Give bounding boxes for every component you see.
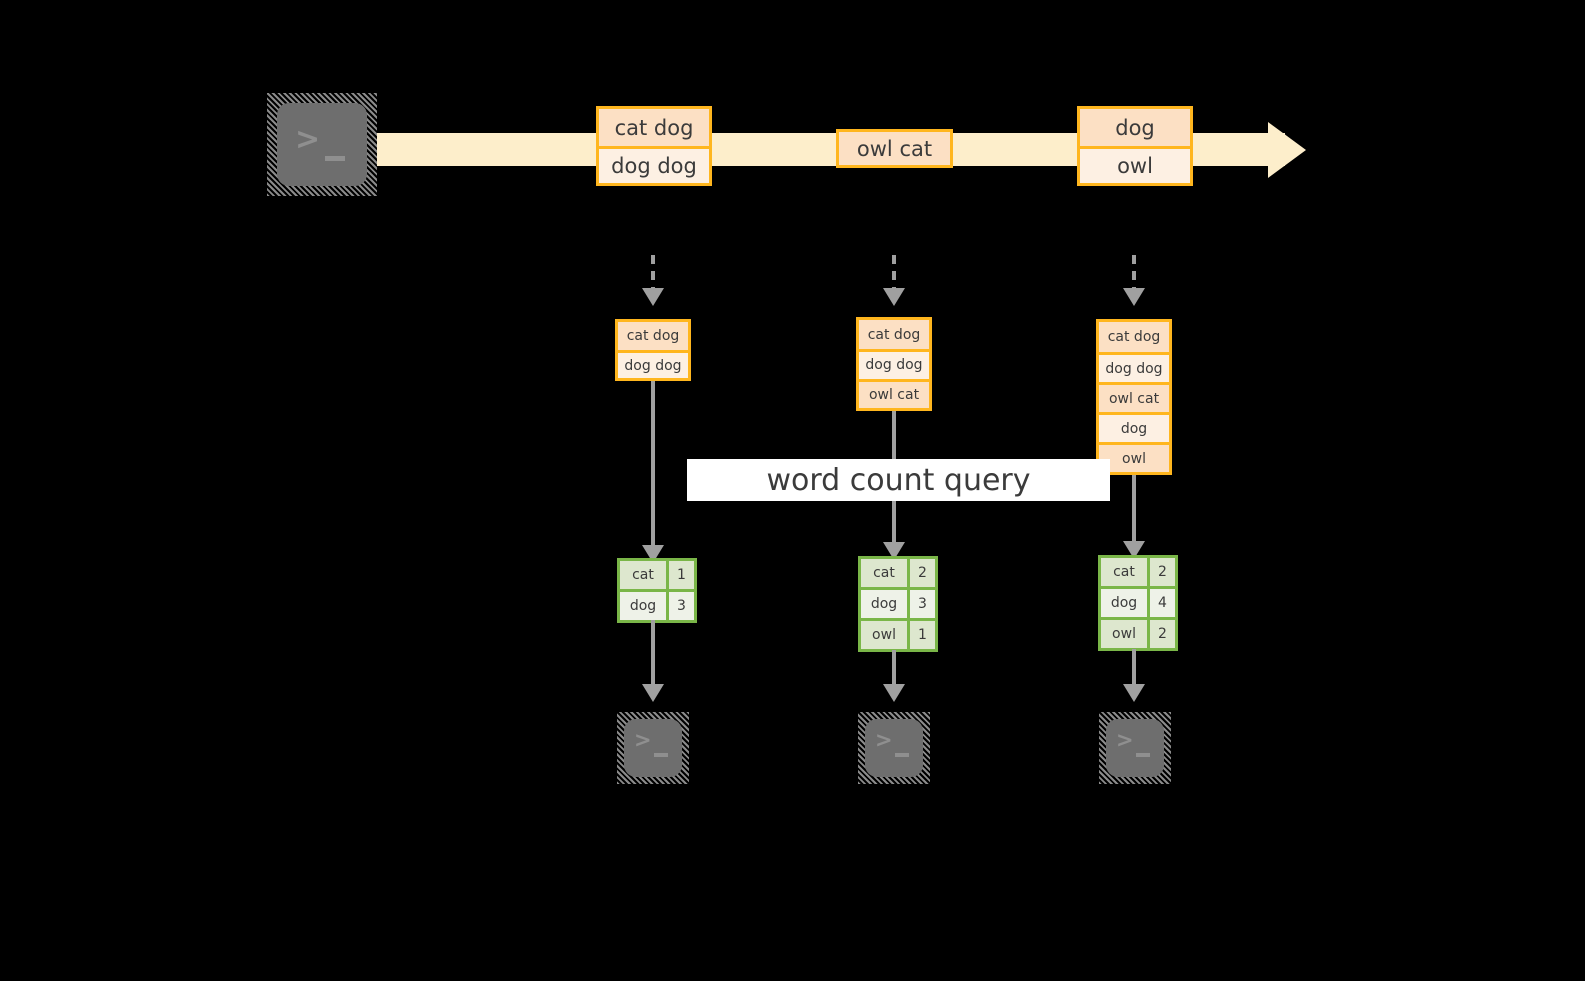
result-word: dog: [861, 590, 907, 618]
snapshot-1-sink-line: [651, 620, 655, 692]
result-word: owl: [1101, 620, 1147, 648]
snapshot-3-query-line: [1132, 475, 1136, 555]
snapshot-3-accumulated-stream: cat dog dog dog owl cat dog owl: [1096, 319, 1172, 475]
snapshot-3-sink-arrowhead: [1123, 684, 1145, 702]
snapshot-2-result-table: cat 2 dog 3 owl 1: [858, 556, 938, 652]
accumulated-line: owl: [1099, 442, 1169, 472]
accumulated-line: owl cat: [859, 378, 929, 408]
result-word: cat: [620, 561, 666, 589]
snapshot-3-tap-arrowhead: [1123, 288, 1145, 306]
terminal-body: >: [624, 719, 682, 777]
source-terminal-icon: >: [267, 93, 377, 196]
table-row: owl 2: [1101, 617, 1175, 648]
table-row: dog 3: [620, 589, 694, 620]
terminal-prompt-underscore: [654, 753, 668, 757]
result-count: 1: [666, 561, 694, 589]
result-count: 2: [1147, 620, 1175, 648]
snapshot-2-sink-terminal-icon: >: [858, 712, 930, 784]
accumulated-line: owl cat: [1099, 382, 1169, 412]
terminal-prompt-chevron: >: [634, 728, 652, 752]
table-row: owl 1: [861, 618, 935, 649]
terminal-prompt-chevron: >: [295, 122, 321, 157]
accumulated-line: cat dog: [1099, 322, 1169, 352]
snapshot-3-sink-line: [1132, 649, 1136, 692]
stream-message-line: owl cat: [839, 132, 950, 165]
table-row: dog 4: [1101, 586, 1175, 617]
stream-message-3: dog owl: [1077, 106, 1193, 186]
snapshot-2-tap-arrowhead: [883, 288, 905, 306]
snapshot-2-accumulated-stream: cat dog dog dog owl cat: [856, 317, 932, 411]
result-count: 2: [907, 559, 935, 587]
result-count: 3: [666, 592, 694, 620]
query-label: word count query: [687, 459, 1110, 501]
terminal-prompt-underscore: [325, 156, 345, 161]
stream-message-1: cat dog dog dog: [596, 106, 712, 186]
terminal-body: >: [865, 719, 923, 777]
accumulated-line: cat dog: [859, 320, 929, 350]
accumulated-line: dog: [1099, 412, 1169, 442]
accumulated-line: dog dog: [618, 350, 688, 378]
snapshot-3-query-arrowhead: [1123, 541, 1145, 559]
stream-message-line: cat dog: [599, 109, 709, 146]
result-word: dog: [620, 592, 666, 620]
terminal-prompt-chevron: >: [1116, 728, 1134, 752]
table-row: dog 3: [861, 587, 935, 618]
accumulated-line: dog dog: [859, 349, 929, 379]
accumulated-line: cat dog: [618, 322, 688, 350]
snapshot-1-sink-arrowhead: [642, 684, 664, 702]
result-word: cat: [1101, 558, 1147, 586]
snapshot-2-tap-line: [892, 255, 896, 293]
snapshot-2-sink-arrowhead: [883, 684, 905, 702]
terminal-prompt-chevron: >: [875, 728, 893, 752]
snapshot-3-tap-line: [1132, 255, 1136, 293]
terminal-body: >: [277, 103, 367, 186]
table-row: cat 1: [620, 561, 694, 589]
snapshot-1-query-line: [651, 381, 655, 555]
terminal-prompt-underscore: [895, 753, 909, 757]
table-row: cat 2: [861, 559, 935, 587]
stream-message-line: owl: [1080, 146, 1190, 183]
result-count: 3: [907, 590, 935, 618]
terminal-body: >: [1106, 719, 1164, 777]
snapshot-1-tap-arrowhead: [642, 288, 664, 306]
snapshot-1-result-table: cat 1 dog 3: [617, 558, 697, 623]
stream-message-2: owl cat: [836, 129, 953, 168]
stream-message-line: dog: [1080, 109, 1190, 146]
terminal-prompt-underscore: [1136, 753, 1150, 757]
table-row: cat 2: [1101, 558, 1175, 586]
result-word: cat: [861, 559, 907, 587]
stream-message-line: dog dog: [599, 146, 709, 183]
snapshot-2-query-arrowhead: [883, 542, 905, 560]
stream-arrow-head: [1268, 122, 1306, 178]
snapshot-1-tap-line: [651, 255, 655, 293]
result-count: 1: [907, 621, 935, 649]
result-word: owl: [861, 621, 907, 649]
snapshot-1-accumulated-stream: cat dog dog dog: [615, 319, 691, 381]
snapshot-3-sink-terminal-icon: >: [1099, 712, 1171, 784]
result-count: 4: [1147, 589, 1175, 617]
snapshot-3-result-table: cat 2 dog 4 owl 2: [1098, 555, 1178, 651]
snapshot-2-sink-line: [892, 650, 896, 692]
result-count: 2: [1147, 558, 1175, 586]
accumulated-line: dog dog: [1099, 352, 1169, 382]
snapshot-1-sink-terminal-icon: >: [617, 712, 689, 784]
result-word: dog: [1101, 589, 1147, 617]
